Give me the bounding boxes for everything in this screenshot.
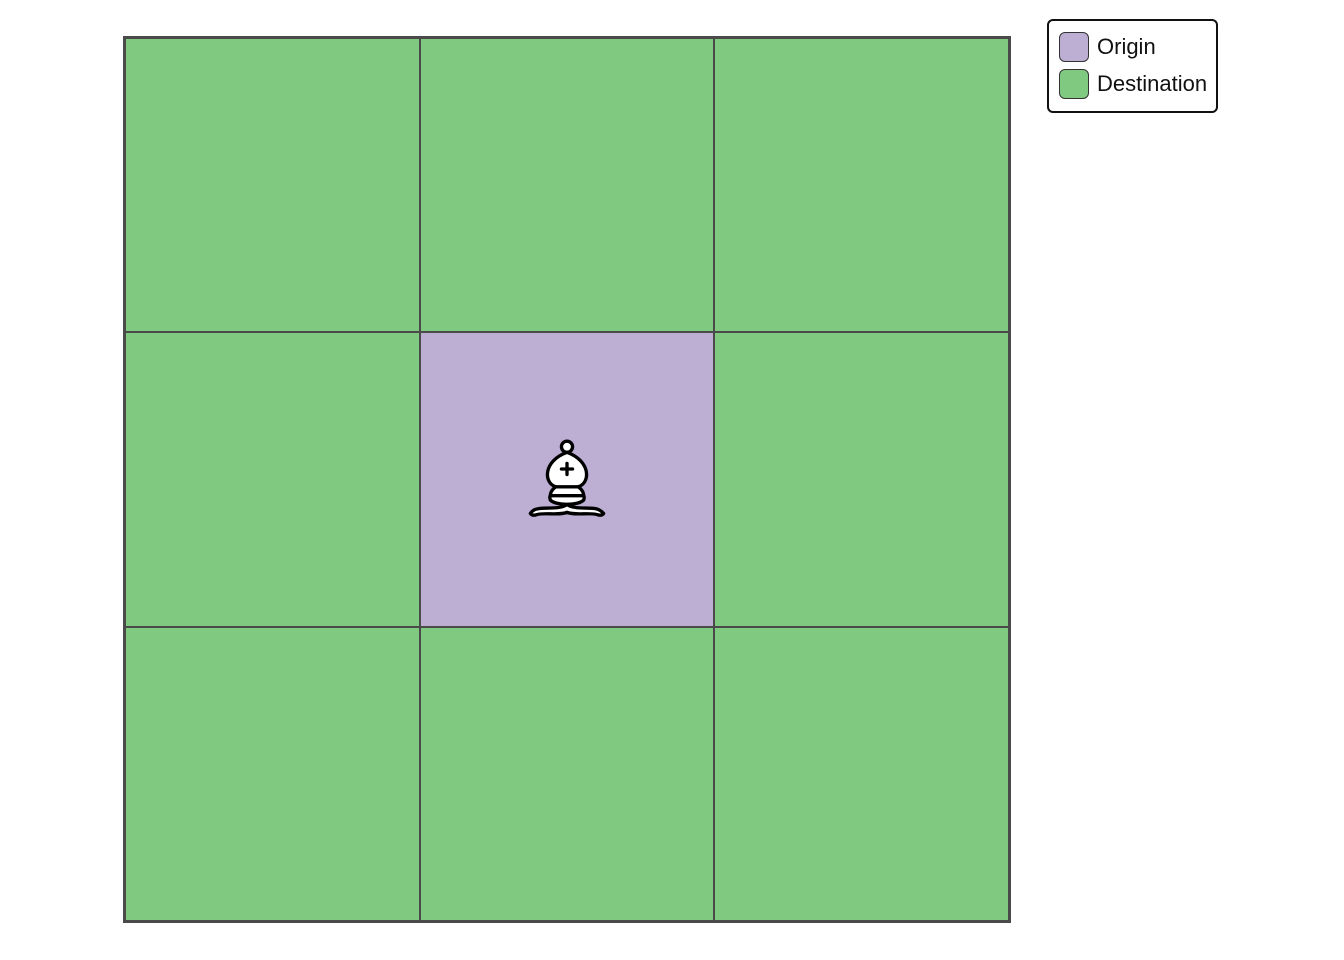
board-square-origin[interactable]: [419, 332, 715, 627]
legend-item-origin: Origin: [1059, 32, 1156, 62]
board-square-destination[interactable]: [419, 626, 715, 921]
board-square-destination[interactable]: [714, 38, 1009, 333]
legend: Origin Destination: [1047, 19, 1218, 113]
board-square-destination[interactable]: [125, 332, 420, 627]
legend-label-origin: Origin: [1097, 34, 1156, 59]
legend-swatch-origin: [1059, 32, 1089, 62]
board-square-destination[interactable]: [419, 38, 715, 333]
white-bishop-icon[interactable]: [517, 429, 617, 529]
board-square-destination[interactable]: [125, 626, 420, 921]
board-square-destination[interactable]: [714, 332, 1009, 627]
move-board: [123, 36, 1011, 923]
board-square-destination[interactable]: [714, 626, 1009, 921]
board-square-destination[interactable]: [125, 38, 420, 333]
legend-label-destination: Destination: [1097, 71, 1208, 96]
legend-item-destination: Destination: [1059, 69, 1207, 99]
legend-swatch-destination: [1059, 69, 1089, 99]
